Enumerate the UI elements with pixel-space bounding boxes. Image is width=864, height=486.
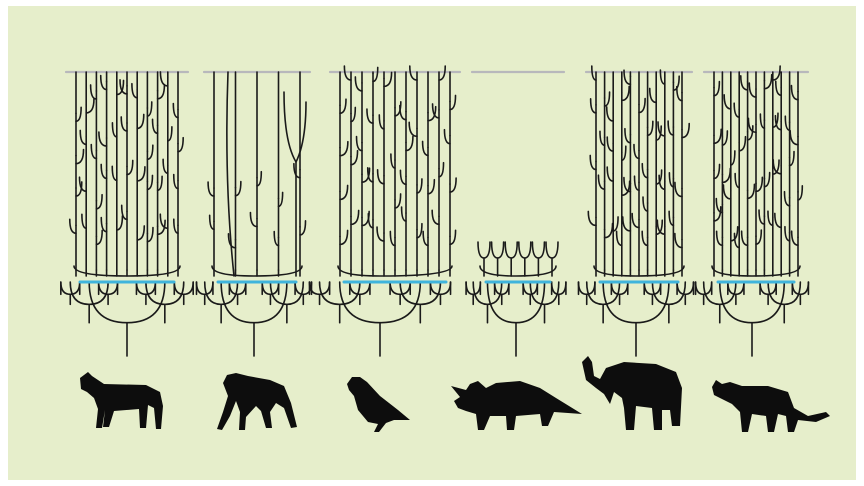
evolution-diagram — [8, 6, 856, 480]
figure-panel — [8, 6, 856, 480]
